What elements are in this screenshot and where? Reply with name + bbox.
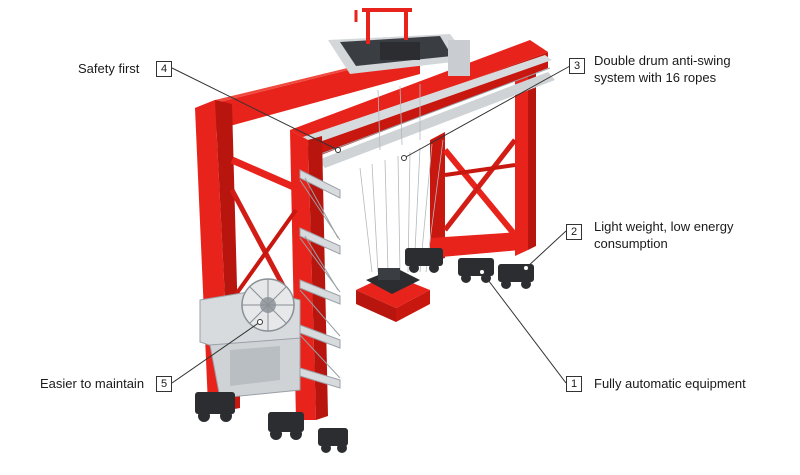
cable-reel-platform	[199, 278, 301, 399]
leader-dots	[257, 147, 529, 325]
spreader	[356, 268, 430, 322]
callout-3-label: Double drum anti-swing system with 16 ro…	[594, 53, 731, 85]
callout-4-label: Safety first	[78, 61, 140, 76]
callout-1-number: 1	[566, 376, 582, 392]
crane-back-leg	[430, 66, 536, 262]
callout-1-label: Fully automatic equipment	[594, 376, 746, 391]
callout-4-number: 4	[156, 61, 172, 77]
callout-2-label: Light weight, low energy consumption	[594, 219, 734, 251]
callout-5-number: 5	[156, 376, 172, 392]
callout-2-number: 2	[566, 224, 582, 240]
callout-3-number: 3	[569, 58, 585, 74]
callout-5-label: Easier to maintain	[40, 376, 145, 391]
leader-lines	[171, 65, 571, 384]
trolley	[328, 8, 470, 76]
